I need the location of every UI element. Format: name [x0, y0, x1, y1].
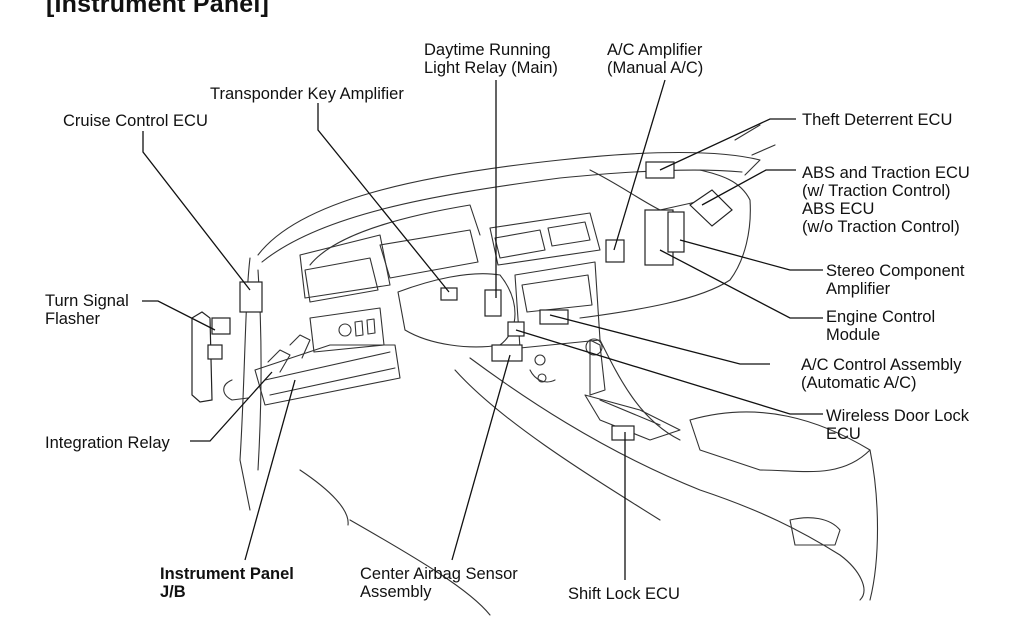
- label-ac-control-assembly: A/C Control Assembly (Automatic A/C): [801, 356, 962, 392]
- dashboard-outline: [223, 124, 879, 616]
- label-abs-traction-ecu: ABS and Traction ECU (w/ Traction Contro…: [802, 164, 970, 236]
- label-instrument-panel-jb: Instrument Panel J/B: [160, 565, 294, 601]
- label-theft-deterrent-ecu: Theft Deterrent ECU: [802, 111, 953, 129]
- center-airbag-sensor-part: [491, 344, 523, 362]
- label-stereo-component-amplifier: Stereo Component Amplifier: [826, 262, 965, 298]
- transponder-key-amplifier-part: [440, 287, 458, 301]
- label-center-airbag-sensor: Center Airbag Sensor Assembly: [360, 565, 518, 601]
- components: [191, 161, 733, 441]
- turn-signal-flasher-part: [191, 311, 213, 403]
- stereo-amplifier-part: [667, 211, 685, 253]
- label-daytime-running-light-relay: Daytime Running Light Relay (Main): [424, 41, 558, 77]
- diagram-title: [Instrument Panel]: [46, 0, 270, 18]
- label-wireless-door-lock-ecu: Wireless Door Lock ECU: [826, 407, 970, 443]
- label-engine-control-module: Engine Control Module: [826, 308, 936, 344]
- abs-ecu-part: [689, 189, 733, 227]
- label-shift-lock-ecu: Shift Lock ECU: [568, 585, 680, 603]
- leader-lines: [142, 79, 823, 580]
- label-transponder-key-amplifier: Transponder Key Amplifier: [210, 85, 404, 103]
- wireless-door-lock-ecu-part: [507, 321, 525, 337]
- label-cruise-control-ecu: Cruise Control ECU: [63, 112, 208, 130]
- label-integration-relay: Integration Relay: [45, 434, 170, 452]
- cruise-control-ecu-part: [239, 281, 263, 313]
- shift-lock-ecu-part: [611, 425, 635, 441]
- turn-signal-flasher-part-c: [207, 344, 223, 360]
- label-turn-signal-flasher: Turn Signal Flasher: [45, 292, 129, 328]
- label-ac-amplifier: A/C Amplifier (Manual A/C): [607, 41, 704, 77]
- ac-control-assembly-part: [539, 309, 569, 325]
- drl-relay-part: [484, 289, 502, 317]
- ac-amplifier-part: [605, 239, 625, 263]
- turn-signal-flasher-part-b: [211, 317, 231, 335]
